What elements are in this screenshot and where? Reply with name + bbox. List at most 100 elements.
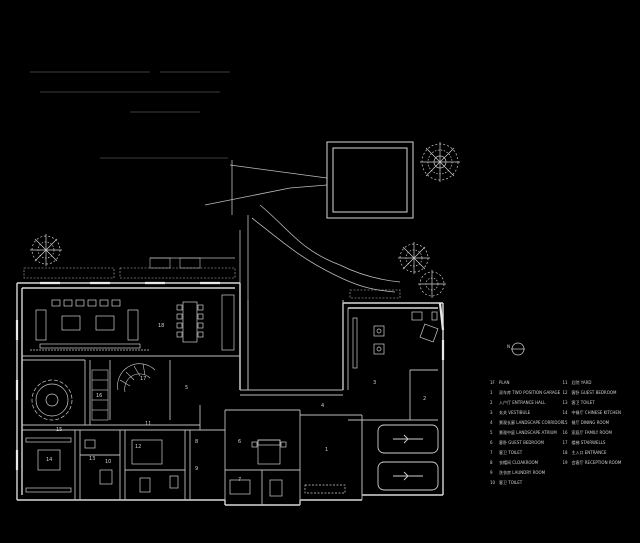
- legend-item: 7 客卫 TOILET: [490, 448, 563, 458]
- dining-table: [176, 294, 235, 351]
- pool: [326, 141, 414, 219]
- tree-icon: [418, 270, 446, 298]
- legend-label: 洗衣房 LAUNDRY ROOM: [499, 470, 546, 475]
- family-room-furniture: [30, 299, 150, 351]
- legend-label: 主入口 ENTRANCE: [571, 450, 607, 455]
- legend-label: 衣帽间 CLOAKROOM: [499, 460, 539, 465]
- legend-label: 客卧 GUEST BEDROOM: [571, 390, 617, 395]
- legend-item: 1 双车库 TWO POSITION GARAGE: [490, 388, 563, 398]
- legend-item: 9 洗衣房 LAUNDRY ROOM: [490, 468, 563, 478]
- legend-label: 楼梯 STAIRWELLS: [571, 440, 606, 445]
- stairwell: [91, 363, 156, 421]
- north-label: N: [507, 344, 510, 349]
- room-number-10: 10: [105, 459, 111, 465]
- driveway: [150, 160, 401, 300]
- room-number-13: 13: [89, 456, 95, 462]
- legend-number: 7: [490, 450, 493, 455]
- legend-number: 1F: [490, 380, 495, 385]
- legend-label: 客卫 TOILET: [499, 450, 523, 455]
- tree-icon: [30, 234, 62, 266]
- legend-label: PLAN: [499, 380, 510, 385]
- legend-item: 2 入户厅 ENTRANCE HALL: [490, 398, 563, 408]
- legend-number: 11: [562, 380, 568, 385]
- legend-label: 玄关 VESTIBULE: [499, 410, 531, 415]
- room-labels: 1 2 3 4 5 6 7 8 9 10 11 12 13 14 15 16 1…: [46, 323, 426, 483]
- legend-item: 8 衣帽间 CLOAKROOM: [490, 458, 563, 468]
- legend-label: 双车库 TWO POSITION GARAGE: [499, 390, 561, 395]
- reception-furniture: [352, 311, 439, 369]
- legend-label: 家庭厅 FAMILY ROOM: [571, 430, 613, 435]
- legend-label: 客卫 TOILET: [571, 400, 595, 405]
- room-number-3: 3: [373, 380, 376, 386]
- legend-label: 会客厅 RECEPTION ROOM: [571, 460, 622, 465]
- room-number-8: 8: [195, 439, 198, 445]
- garage-cars: [377, 424, 439, 491]
- room-number-16: 16: [96, 393, 102, 399]
- legend-item: 3 玄关 VESTIBULE: [490, 408, 563, 418]
- north-arrow-icon: [511, 342, 525, 356]
- legend-number: 8: [490, 460, 493, 465]
- legend-label: 景观中庭 LANDSCAPE ATRIUM: [499, 430, 557, 435]
- guest-bedroom-furniture: [229, 439, 346, 497]
- legend-number: 13: [562, 400, 568, 405]
- room-number-17: 17: [140, 376, 146, 382]
- legend-number: 1: [490, 390, 493, 395]
- windows: [15, 281, 445, 470]
- room-number-14: 14: [46, 457, 52, 463]
- atrium-walls: [240, 300, 344, 396]
- kitchen-furniture: [25, 437, 179, 493]
- room-number-6: 6: [238, 439, 241, 445]
- legend-number: 5: [490, 430, 493, 435]
- interior-walls: [22, 308, 438, 505]
- legend-number: 19: [562, 460, 568, 465]
- legend-label: 中餐厅 CHINESE KITCHEN: [571, 410, 621, 415]
- legend-item: 5 景观中庭 LANDSCAPE ATRIUM: [490, 428, 563, 438]
- tree-icons: [30, 142, 460, 298]
- legend-number: 9: [490, 470, 493, 475]
- legend-number: 10: [490, 480, 496, 485]
- legend-number: 18: [562, 450, 568, 455]
- exterior-walls: [16, 282, 444, 506]
- room-number-2: 2: [423, 396, 426, 402]
- legend-item: 4 景观长廊 LANDSCAPE CORRIDOR: [490, 418, 563, 428]
- legend: 1F PLAN 1 双车库 TWO POSITION GARAGE 2 入户厅 ENTRA…: [490, 378, 635, 488]
- legend-item: 1F PLAN: [490, 378, 563, 388]
- room-number-18: 18: [158, 323, 164, 329]
- room-number-12: 12: [135, 444, 141, 450]
- tree-icon: [420, 142, 460, 182]
- legend-number: 2: [490, 400, 493, 405]
- legend-number: 12: [562, 390, 568, 395]
- legend-label: 客卫 TOILET: [499, 480, 523, 485]
- room-number-1: 1: [325, 447, 328, 453]
- room-number-15: 15: [56, 427, 62, 433]
- legend-number: 15: [562, 420, 568, 425]
- legend-number: 6: [490, 440, 493, 445]
- planters: [23, 257, 401, 299]
- legend-number: 4: [490, 420, 493, 425]
- tree-icon: [398, 242, 430, 274]
- room-number-7: 7: [238, 477, 241, 483]
- room-number-11: 11: [145, 421, 151, 427]
- room-number-4: 4: [321, 403, 324, 409]
- legend-number: 16: [562, 430, 568, 435]
- legend-label: 入户厅 ENTRANCE HALL: [499, 400, 546, 405]
- legend-label: 景观长廊 LANDSCAPE CORRIDOR: [499, 420, 563, 425]
- legend-number: 17: [562, 440, 568, 445]
- legend-number: 3: [490, 410, 493, 415]
- round-dining-table: [31, 379, 73, 421]
- room-number-5: 5: [185, 385, 188, 391]
- legend-number: 14: [562, 410, 568, 415]
- room-number-9: 9: [195, 466, 198, 472]
- title-block-lines: [30, 71, 230, 159]
